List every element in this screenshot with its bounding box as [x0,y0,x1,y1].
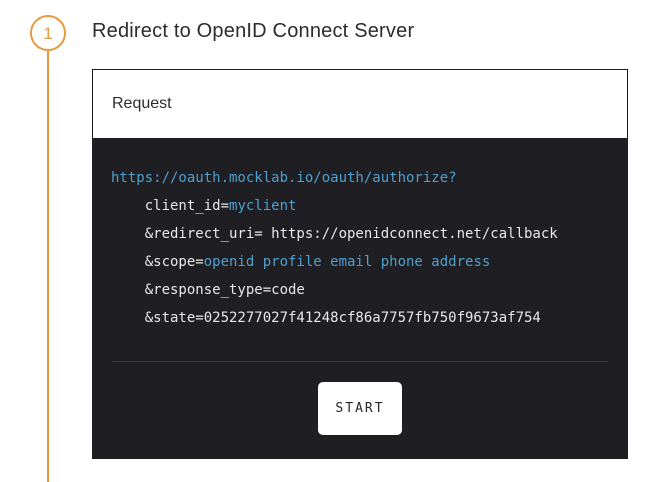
code-segment: &response_type=code [111,282,305,298]
code-segment-highlighted: openid profile email phone address [203,254,491,270]
code-segment-highlighted: myclient [229,198,297,214]
start-button[interactable]: START [318,382,402,435]
page-title: Redirect to OpenID Connect Server [92,20,415,42]
step-number: 1 [43,23,53,43]
code-line: &redirect_uri= https://openidconnect.net… [111,220,609,248]
request-card-header: Request [93,70,627,138]
code-segment: client_id= [111,198,230,214]
code-line: &response_type=code [111,276,609,304]
start-button-row: START [111,382,609,435]
code-segment: &state=0252277027f41248cf86a7757fb750f96… [111,310,541,326]
code-segment: &redirect_uri= https://openidconnect.net… [111,226,558,242]
code-divider [112,361,608,362]
request-url-code: https://oauth.mocklab.io/oauth/authorize… [111,164,609,332]
step-connector-line [47,51,49,482]
request-card-header-label: Request [112,95,172,112]
code-line: &scope=openid profile email phone addres… [111,248,609,276]
code-line: client_id=myclient [111,192,609,220]
request-code-block: https://oauth.mocklab.io/oauth/authorize… [93,138,627,458]
code-segment: &scope= [111,254,204,270]
code-line: &state=0252277027f41248cf86a7757fb750f96… [111,304,609,332]
request-card: Request https://oauth.mocklab.io/oauth/a… [92,69,628,459]
code-segment-highlighted: https://oauth.mocklab.io/oauth/authorize… [111,170,457,186]
step-number-badge: 1 [30,15,66,51]
code-line: https://oauth.mocklab.io/oauth/authorize… [111,164,609,192]
